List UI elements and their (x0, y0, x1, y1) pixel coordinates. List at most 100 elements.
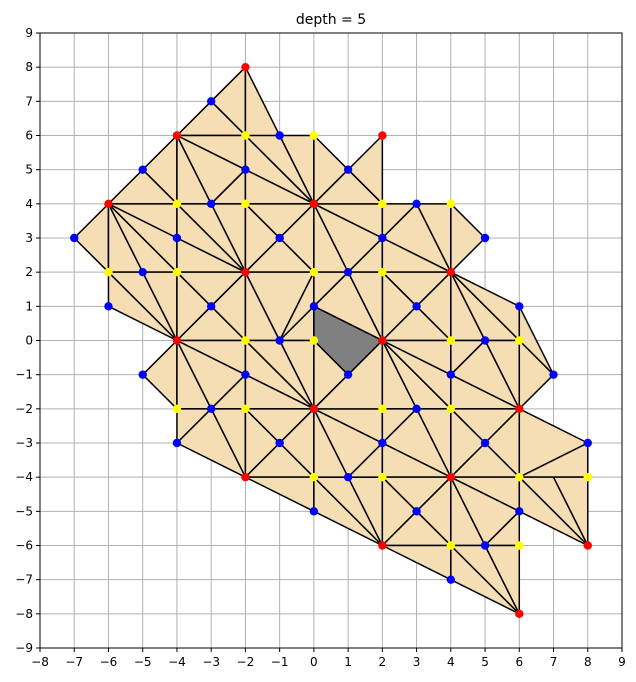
y-tick-label: −5 (15, 504, 33, 518)
red-point (104, 199, 113, 209)
red-point (378, 131, 387, 140)
blue-point (515, 507, 524, 516)
yellow-point (309, 267, 319, 277)
blue-point (515, 302, 524, 311)
blue-point (480, 233, 490, 243)
x-tick-label: −3 (202, 655, 220, 669)
yellow-point (378, 472, 387, 482)
blue-point (241, 165, 250, 174)
blue-point (480, 438, 490, 448)
blue-point (138, 267, 147, 277)
y-tick-label: −2 (15, 402, 33, 416)
yellow-point (241, 404, 250, 414)
y-tick-label: −8 (15, 607, 33, 621)
mesh-triangle (518, 339, 555, 410)
blue-point (343, 370, 353, 379)
yellow-point (446, 336, 456, 345)
blue-point (412, 302, 421, 311)
blue-point (138, 165, 147, 174)
y-tick-label: −3 (15, 436, 33, 450)
y-tick-label: 9 (25, 26, 33, 40)
y-tick-label: 3 (25, 231, 33, 245)
blue-point (241, 370, 250, 379)
yellow-point (172, 404, 182, 414)
y-tick-label: 2 (25, 265, 33, 279)
blue-point (70, 233, 79, 243)
yellow-point (241, 131, 250, 140)
y-tick-label: 5 (25, 163, 33, 177)
yellow-point (309, 131, 319, 140)
yellow-point (172, 267, 182, 277)
blue-point (206, 199, 216, 209)
blue-point (275, 438, 284, 448)
yellow-point (583, 472, 592, 482)
y-tick-label: −6 (15, 539, 33, 553)
red-point (241, 62, 250, 72)
x-tick-label: −5 (134, 655, 152, 669)
blue-point (275, 233, 284, 243)
x-tick-label: 3 (413, 655, 421, 669)
yellow-point (309, 472, 319, 482)
x-tick-label: 7 (550, 655, 558, 669)
x-tick-label: 9 (618, 655, 626, 669)
blue-point (206, 97, 216, 106)
blue-point (412, 404, 421, 414)
y-tick-label: 0 (25, 334, 33, 348)
yellow-point (515, 472, 524, 482)
blue-point (583, 438, 592, 448)
blue-point (343, 267, 353, 277)
red-point (583, 541, 592, 550)
blue-point (446, 370, 456, 379)
red-point (309, 404, 319, 414)
x-tick-label: 0 (310, 655, 318, 669)
red-point (241, 267, 250, 277)
x-tick-label: −8 (31, 655, 49, 669)
yellow-point (446, 404, 456, 414)
y-tick-label: −4 (15, 470, 33, 484)
red-point (378, 336, 387, 345)
mesh-triangle (176, 408, 247, 478)
x-tick-label: −2 (237, 655, 255, 669)
vertex-points (70, 62, 592, 619)
mesh-triangle (141, 339, 178, 410)
yellow-point (172, 199, 182, 209)
blue-point (309, 302, 319, 311)
blue-point (172, 438, 182, 448)
x-tick-label: 5 (481, 655, 489, 669)
x-tick-label: −7 (65, 655, 83, 669)
blue-point (104, 302, 113, 311)
y-tick-label: 4 (25, 197, 33, 211)
red-point (446, 472, 456, 482)
y-tick-label: −7 (15, 573, 33, 587)
blue-point (138, 370, 147, 379)
y-tick-label: 8 (25, 60, 33, 74)
blue-point (206, 404, 216, 414)
y-tick-label: −1 (15, 368, 33, 382)
blue-point (343, 165, 353, 174)
x-tick-label: −4 (168, 655, 186, 669)
blue-point (412, 507, 421, 516)
x-tick-label: 4 (447, 655, 455, 669)
blue-point (480, 541, 490, 550)
yellow-point (309, 336, 319, 345)
blue-point (206, 302, 216, 311)
red-point (172, 336, 182, 345)
y-tick-label: −9 (15, 641, 33, 655)
chart-title: depth = 5 (296, 12, 366, 28)
mesh-triangle (450, 203, 486, 273)
blue-point (378, 438, 387, 448)
red-point (241, 472, 250, 482)
mesh-triangle (484, 544, 521, 615)
x-tick-label: 1 (344, 655, 352, 669)
y-tick-label: 6 (25, 129, 33, 143)
yellow-point (378, 267, 387, 277)
blue-point (446, 575, 456, 584)
blue-point (412, 199, 421, 209)
y-tick-label: 7 (25, 94, 33, 108)
blue-point (275, 336, 284, 345)
blue-point (275, 131, 284, 140)
red-point (309, 199, 319, 209)
yellow-point (378, 199, 387, 209)
